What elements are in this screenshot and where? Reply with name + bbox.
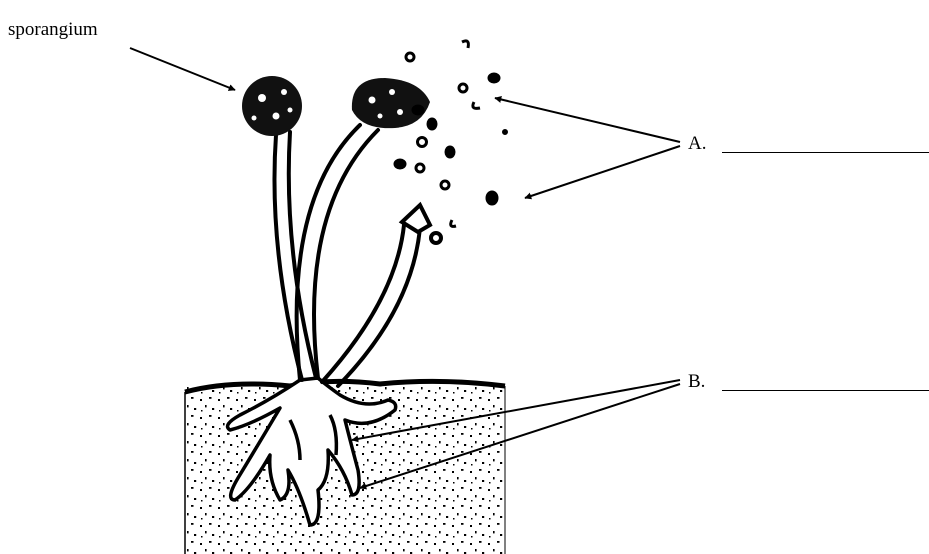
label-b: B. xyxy=(688,372,705,391)
sporangium-right xyxy=(352,78,430,128)
arrow-a-1 xyxy=(495,98,680,142)
sporangium-left xyxy=(242,76,302,136)
answer-blank-a[interactable] xyxy=(722,152,929,153)
answer-blank-b[interactable] xyxy=(722,390,929,391)
arrow-sporangium xyxy=(130,48,235,90)
sporangium-label: sporangium xyxy=(8,20,98,39)
label-a: A. xyxy=(688,134,706,153)
stalks xyxy=(274,125,441,386)
spores xyxy=(395,41,507,227)
arrow-a-2 xyxy=(525,146,680,198)
